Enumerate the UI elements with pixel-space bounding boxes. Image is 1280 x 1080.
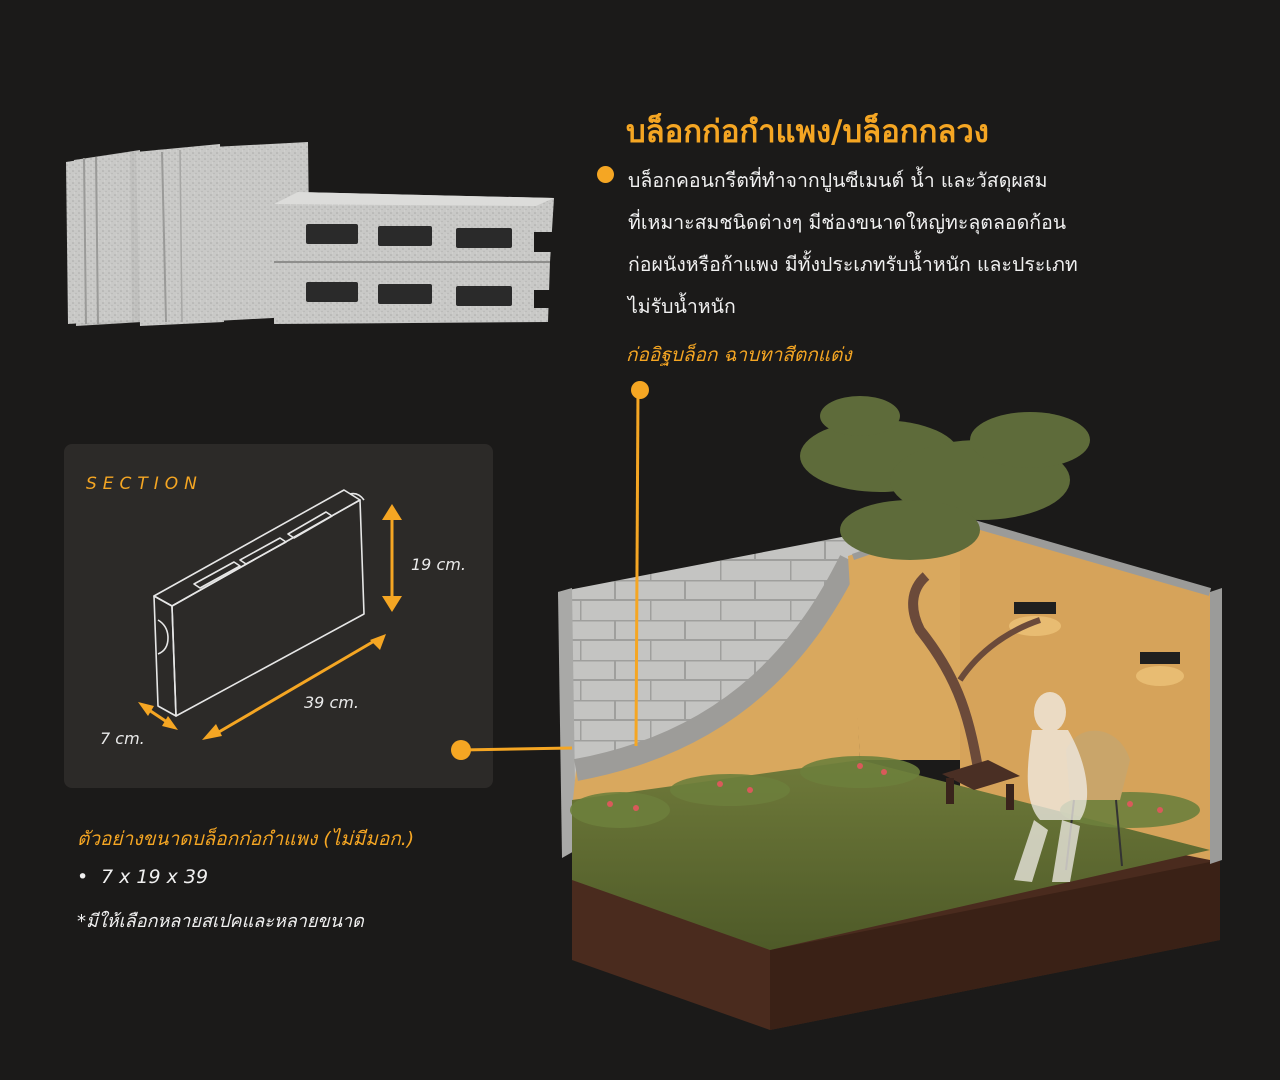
description-line: ก่อผนังหรือก้าแพง มีทั้งประเภทรับน้ำหนัก… (628, 253, 1078, 276)
description-line: ที่เหมาะสมชนิดต่างๆ มีช่องขนาดใหญ่ทะลุตล… (628, 211, 1067, 234)
length-dimension-label: 39 cm. (304, 693, 359, 712)
page-title: บล็อกก่อกำแพง/บล็อกกลวง (626, 114, 989, 150)
size-item: • 7 x 19 x 39 (77, 866, 208, 888)
block-section-drawing (138, 489, 402, 740)
height-dimension-label: 19 cm. (411, 555, 466, 574)
description-line: บล็อกคอนกรีตที่ทำจากปูนซีเมนต์ น้ำ และวั… (628, 169, 1048, 192)
section-label: SECTION (86, 474, 203, 494)
sizes-note: *มีให้เลือกหลายสเปคและหลายขนาด (77, 911, 364, 932)
size-item-label: 7 x 19 x 39 (101, 866, 209, 888)
description-line: ไม่รับน้ำหนัก (628, 295, 736, 318)
sizes-list: • 7 x 19 x 39 (77, 866, 208, 888)
width-dimension-label: 7 cm. (100, 729, 145, 748)
sizes-heading: ตัวอย่างขนาดบล็อกก่อกำแพง (ไม่มีมอก.) (77, 828, 415, 850)
callout-label: ก่ออิฐบล็อก ฉาบทาสีตกแต่ง (626, 344, 852, 366)
section-panel (64, 444, 493, 788)
garden-wall-illustration (558, 396, 1222, 1030)
callout-pointers (451, 381, 649, 760)
bullet-dot-icon (597, 166, 614, 183)
description: บล็อกคอนกรีตที่ทำจากปูนซีเมนต์ น้ำ และวั… (628, 160, 1228, 328)
callout-dot-icon (631, 381, 649, 399)
concrete-block-photo (66, 142, 554, 326)
list-bullet-icon: • (77, 866, 89, 888)
